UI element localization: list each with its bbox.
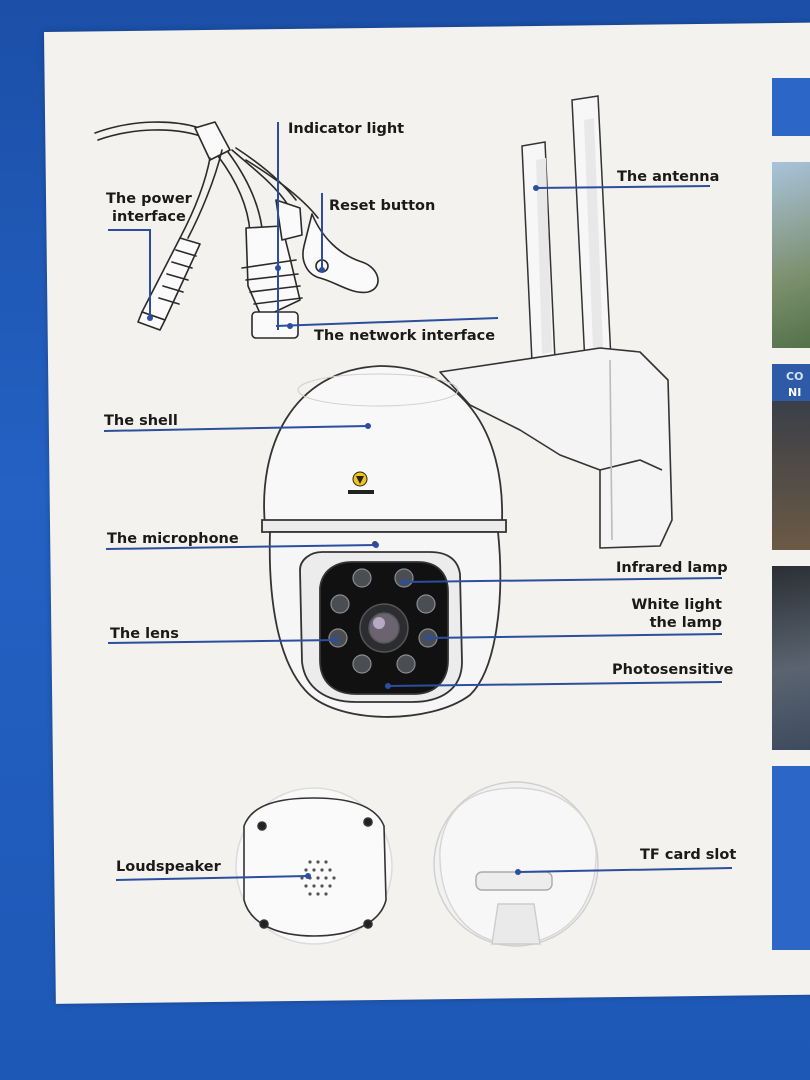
leader-lines (103, 122, 733, 881)
brand-logo (348, 471, 374, 494)
tf-card-view (433, 781, 599, 947)
label-lens: The lens (110, 626, 179, 642)
label-reset-button: Reset button (329, 198, 436, 214)
label-network-interface: The network interface (314, 328, 496, 344)
label-photosensitive: Photosensitive (612, 662, 734, 678)
wall-arm (439, 347, 673, 549)
side-tile-blue-top (772, 78, 810, 136)
side-tile-blue-bottom (772, 766, 810, 950)
leader-dots (147, 185, 539, 879)
label-white-light: White light the lamp (631, 597, 722, 631)
label-microphone: The microphone (107, 531, 239, 547)
side-tile-text-1: CO (786, 370, 804, 383)
label-indicator-light: Indicator light (288, 121, 405, 137)
label-power-interface: The power interface (106, 191, 192, 225)
camera-body (261, 365, 507, 718)
side-tile-photo-dark (772, 566, 810, 750)
label-infrared-lamp: Infrared lamp (616, 560, 728, 576)
label-tf-card-slot: TF card slot (640, 847, 737, 863)
ir-led-ring (328, 568, 438, 674)
side-tile-text-2: NI (788, 386, 802, 399)
speaker-view (235, 787, 393, 945)
label-antenna: The antenna (617, 169, 720, 185)
side-tile-night: CO NI (772, 364, 810, 550)
lens (359, 603, 409, 653)
label-shell: The shell (104, 413, 178, 429)
label-loudspeaker: Loudspeaker (116, 859, 221, 875)
side-tile-photo-building (772, 162, 810, 348)
antennas (521, 95, 613, 385)
